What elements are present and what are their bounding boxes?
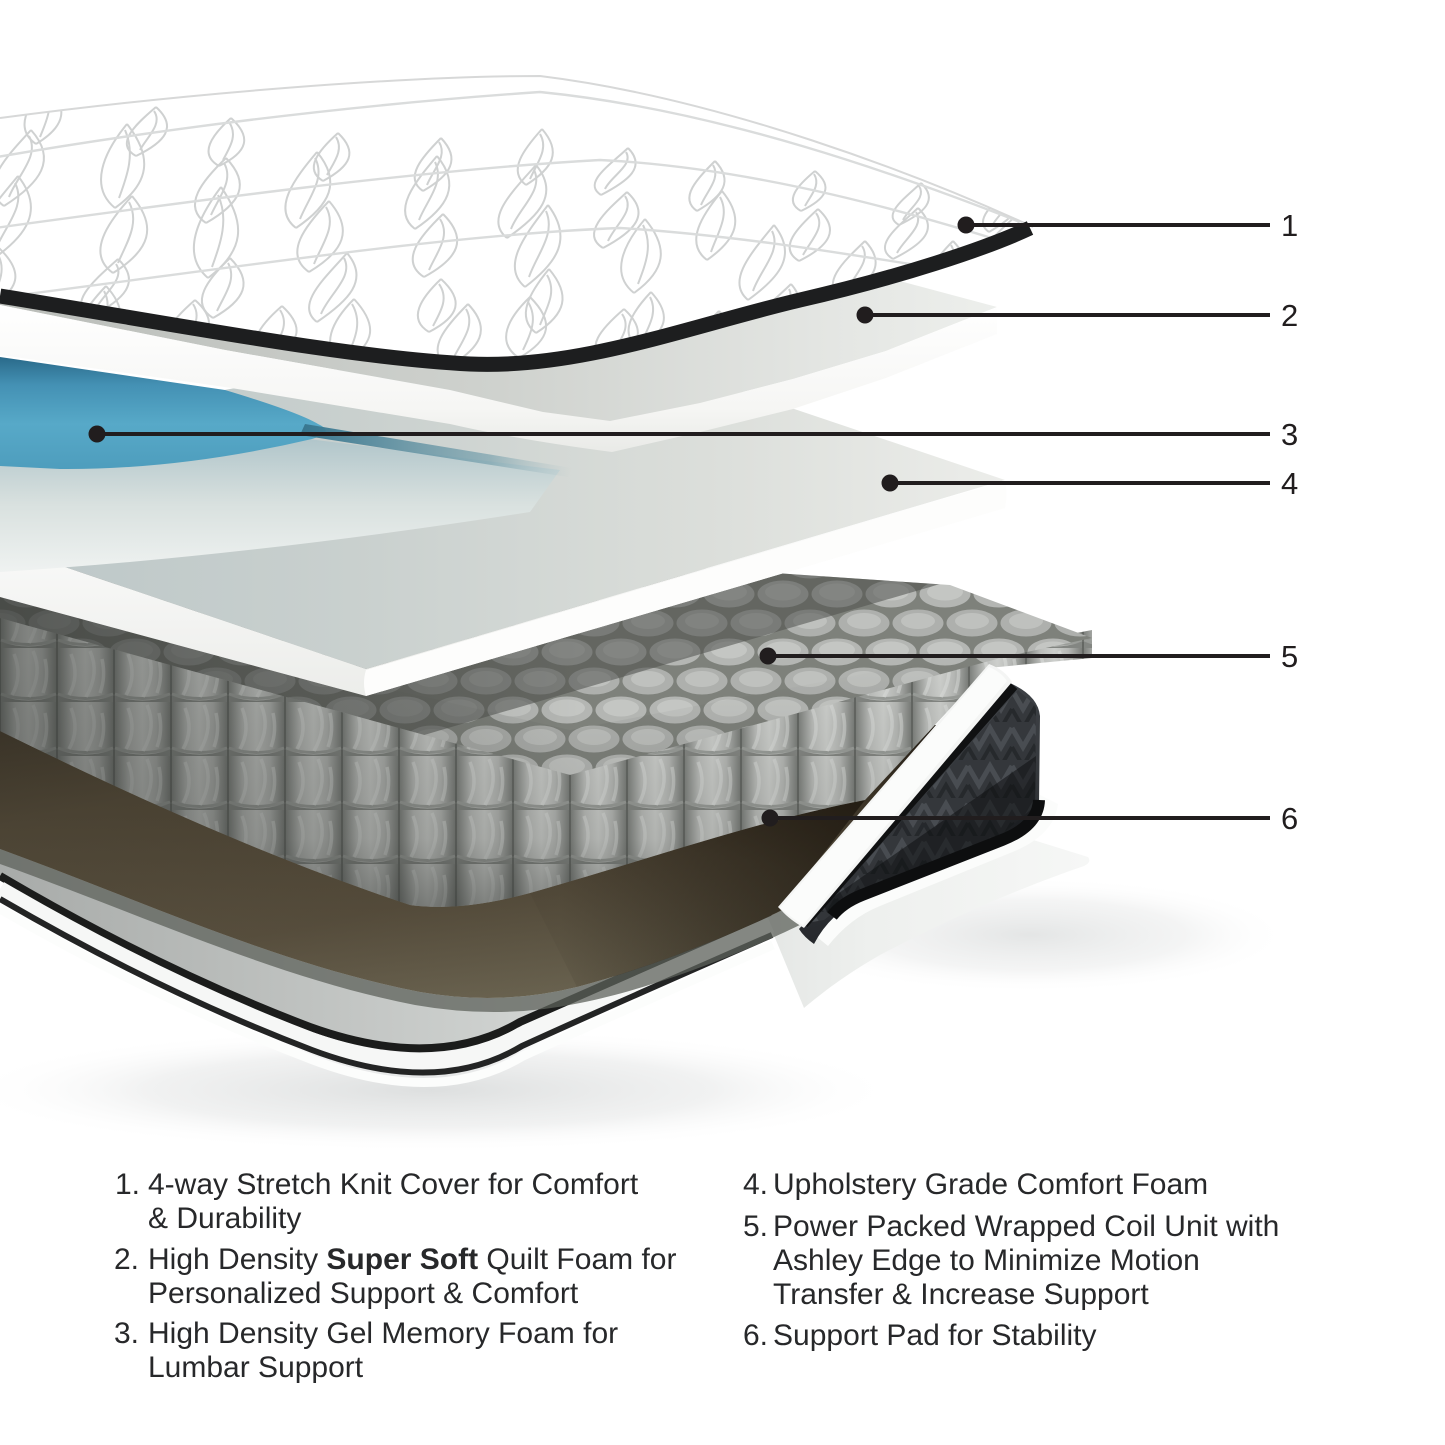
- svg-text:4: 4: [1281, 466, 1298, 501]
- svg-text:3: 3: [1281, 417, 1298, 452]
- svg-text:2: 2: [1281, 298, 1298, 333]
- svg-text:1: 1: [1281, 208, 1298, 243]
- svg-text:6: 6: [1281, 801, 1298, 836]
- svg-text:5: 5: [1281, 639, 1298, 674]
